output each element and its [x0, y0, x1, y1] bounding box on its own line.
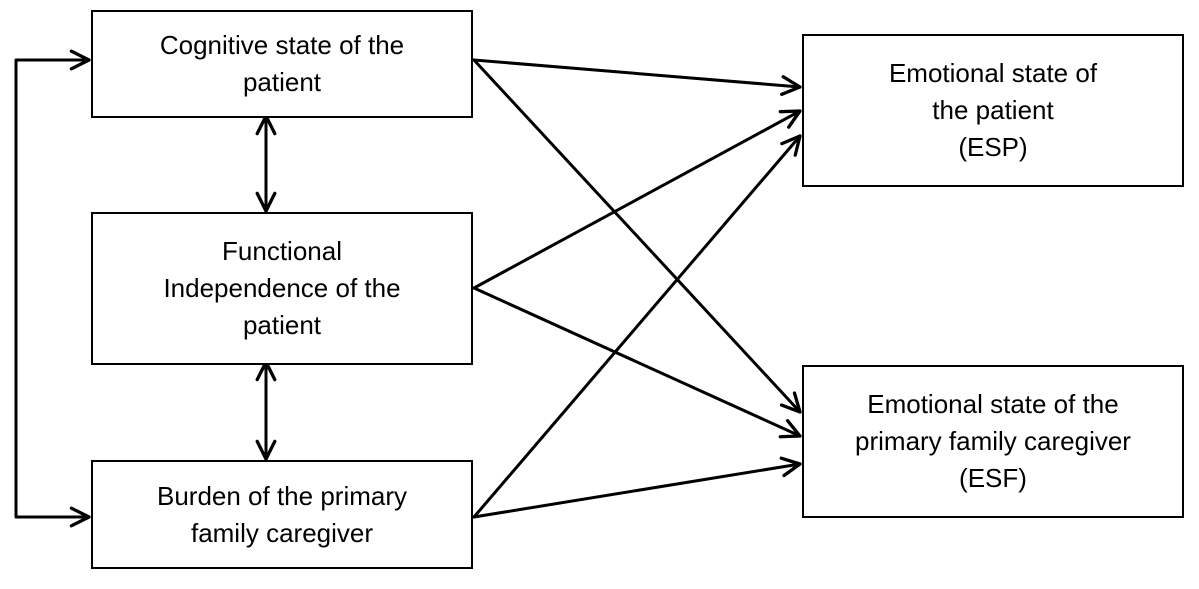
- node-functional-independence: Functional Independence of the patient: [91, 212, 473, 365]
- node-label-line: patient: [242, 67, 322, 97]
- functional-to-esp-arrow: [472, 109, 802, 290]
- node-label-line: (ESF): [959, 463, 1027, 493]
- node-label-line: Functional: [222, 236, 342, 266]
- node-label-line: primary family caregiver: [855, 426, 1131, 456]
- burden-to-esp-arrow: [472, 134, 802, 519]
- node-cognitive-state: Cognitive state of the patient: [91, 10, 473, 118]
- node-label-line: Emotional state of: [888, 58, 1098, 88]
- node-emotional-state-patient: Emotional state of the patient (ESP): [802, 34, 1184, 187]
- functional-to-esf-arrow: [472, 286, 802, 439]
- node-label-line: Burden of the primary: [156, 480, 407, 511]
- node-label-line: family caregiver: [190, 517, 374, 548]
- node-caregiver-burden: Burden of the primary family caregiver: [91, 460, 473, 569]
- node-label-line: Cognitive state of the: [159, 30, 405, 60]
- node-label-line: Emotional state of the: [867, 389, 1119, 419]
- cognitive-to-esp-arrow: [472, 58, 802, 96]
- left-rail-line: [14, 58, 91, 519]
- node-label-line: the patient: [932, 95, 1054, 125]
- node-label-line: Independence of the: [163, 273, 401, 303]
- node-emotional-state-caregiver: Emotional state of the primary family ca…: [802, 365, 1184, 518]
- cognitive-to-esf-arrow: [472, 58, 802, 414]
- burden-to-esf-arrow: [472, 456, 802, 519]
- node-label-line: (ESP): [958, 132, 1028, 162]
- node-label-line: patient: [242, 310, 322, 340]
